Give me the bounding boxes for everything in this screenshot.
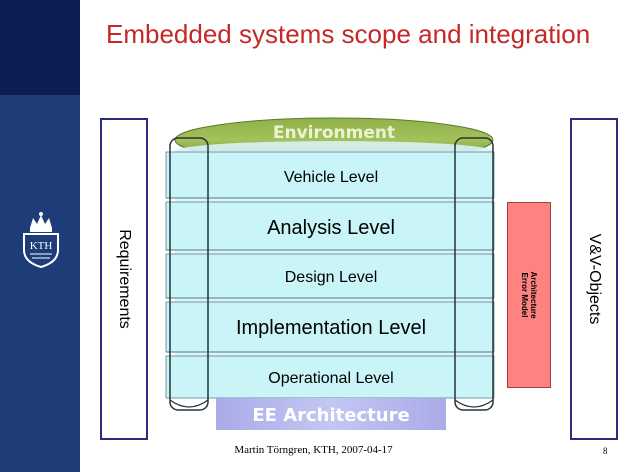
sidebar: KTH: [0, 0, 80, 472]
level-band-analysis: [165, 201, 495, 251]
level-band-implementation: [165, 301, 495, 353]
level-label-design: Design Level: [285, 269, 378, 286]
page-number: 8: [603, 446, 608, 456]
svg-text:KTH: KTH: [30, 240, 53, 252]
kth-logo-icon: KTH: [23, 212, 59, 268]
level-label-vehicle: Vehicle Level: [284, 169, 378, 186]
level-label-implementation: Implementation Level: [236, 317, 426, 339]
vv-objects-box: V&V-Objects: [570, 118, 618, 440]
level-band-operational: [165, 355, 495, 399]
level-band-design: [165, 253, 495, 299]
requirements-box: Requirements: [100, 118, 148, 440]
left-pillar: [169, 137, 209, 411]
footer: Martin Törngren, KTH, 2007-04-17: [234, 444, 393, 456]
environment-label: Environment: [273, 123, 395, 143]
right-pillar: [454, 137, 494, 411]
ee-architecture-base: [216, 398, 446, 430]
sidebar-top-band: [0, 0, 80, 95]
error-model-label: Architecture Error Model: [520, 271, 538, 318]
level-label-operational: Operational Level: [268, 370, 393, 387]
error-model-line2: Error Model: [520, 272, 529, 318]
error-model-box: Architecture Error Model: [507, 202, 551, 388]
ee-architecture-label: EE Architecture: [252, 405, 409, 426]
error-model-line1: Architecture: [529, 271, 538, 319]
level-label-analysis: Analysis Level: [267, 217, 395, 239]
slide-title: Embedded systems scope and integration: [106, 19, 591, 49]
